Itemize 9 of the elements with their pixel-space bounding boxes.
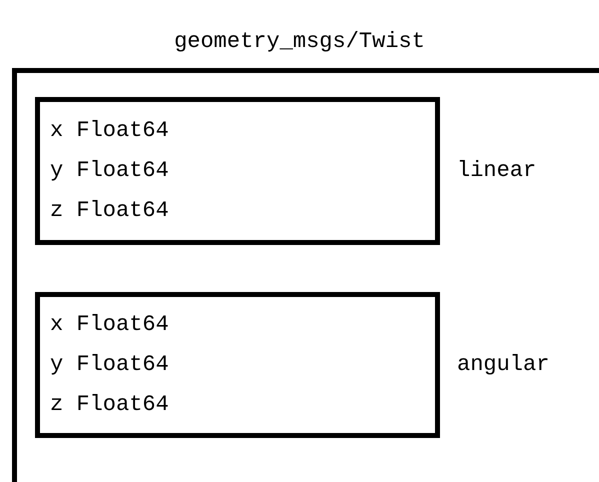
field-name: linear [457,157,536,185]
field-name: angular [457,351,550,379]
field-text: y Float64 [50,351,170,379]
field-text: z Float64 [50,391,170,419]
field-text: y Float64 [50,157,170,185]
field-text: x Float64 [50,311,170,339]
message-type-title: geometry_msgs/Twist [173,28,426,56]
field-text: x Float64 [50,117,170,145]
field-text: z Float64 [50,197,170,225]
